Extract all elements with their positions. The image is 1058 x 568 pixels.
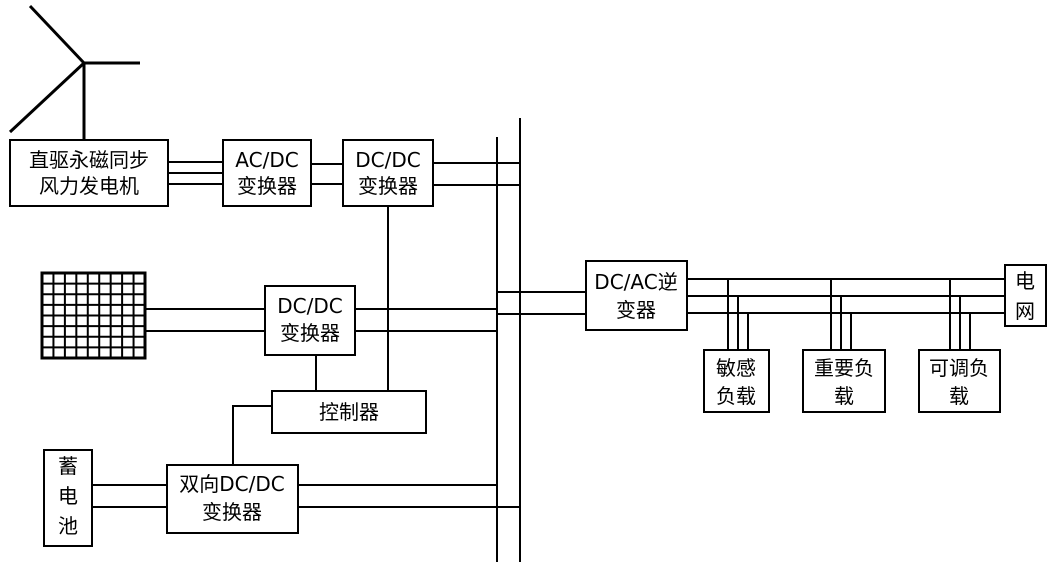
load-adjustable-label-line2: 载 bbox=[949, 384, 969, 408]
bus-inverter-wires bbox=[497, 291, 586, 315]
controller-signal-wires bbox=[232, 206, 389, 465]
acdc-label-line1: AC/DC bbox=[235, 148, 298, 172]
bidir-label-line2: 变换器 bbox=[202, 500, 262, 524]
generator-box: 直驱永磁同步 风力发电机 bbox=[9, 139, 169, 207]
load-adjustable-box: 可调负 载 bbox=[918, 349, 1001, 413]
bidir-bus-wires bbox=[298, 484, 520, 508]
ac-bus-wires bbox=[687, 278, 1005, 314]
inverter-box: DC/AC逆 变器 bbox=[585, 260, 688, 331]
generator-label-line2: 风力发电机 bbox=[39, 174, 139, 198]
generator-label-line1: 直驱永磁同步 bbox=[29, 148, 149, 172]
load-important-box: 重要负 载 bbox=[802, 349, 886, 413]
grid-label-line2: 网 bbox=[1015, 299, 1035, 323]
load-important-label-line2: 载 bbox=[834, 384, 854, 408]
battery-label-line2: 电 bbox=[58, 484, 78, 508]
dcdc-pv-converter-box: DC/DC 变换器 bbox=[264, 285, 356, 356]
load-sensitive-label-line2: 负载 bbox=[716, 384, 756, 408]
dcdc-pv-label-line1: DC/DC bbox=[277, 294, 342, 318]
battery-bidir-wires bbox=[92, 484, 167, 508]
load-adjustable-label-line1: 可调负 bbox=[929, 356, 989, 380]
load-sensitive-box: 敏感 负载 bbox=[703, 349, 770, 413]
controller-label: 控制器 bbox=[319, 400, 379, 424]
acdc-label-line2: 变换器 bbox=[237, 174, 297, 198]
controller-box: 控制器 bbox=[271, 390, 427, 434]
dcdc-wind-bus-wires bbox=[433, 162, 520, 186]
battery-label-line1: 蓄 bbox=[58, 454, 78, 478]
dc-bus bbox=[496, 118, 521, 562]
battery-label-line3: 池 bbox=[58, 514, 78, 538]
dcdc-pv-bus-wires bbox=[355, 308, 497, 332]
inverter-label-line1: DC/AC逆 bbox=[594, 270, 677, 294]
dcdc-wind-label-line2: 变换器 bbox=[358, 174, 418, 198]
dcdc-pv-label-line2: 变换器 bbox=[280, 321, 340, 345]
wind-turbine-icon bbox=[8, 4, 140, 140]
pv-dcdc-wires bbox=[145, 308, 265, 332]
load-sensitive-label-line1: 敏感 bbox=[716, 356, 756, 380]
battery-box: 蓄 电 池 bbox=[43, 449, 93, 547]
dcdc-wind-label-line1: DC/DC bbox=[355, 148, 420, 172]
solar-panel-icon bbox=[40, 271, 147, 360]
dcdc-wind-converter-box: DC/DC 变换器 bbox=[342, 139, 434, 207]
acdc-dcdc-wires bbox=[311, 163, 343, 185]
inverter-label-line2: 变器 bbox=[616, 298, 656, 322]
bidir-label-line1: 双向DC/DC bbox=[179, 472, 284, 496]
generator-acdc-wires bbox=[168, 161, 223, 185]
grid-box: 电 网 bbox=[1004, 264, 1047, 327]
grid-label-line1: 电 bbox=[1015, 269, 1035, 293]
bidir-converter-box: 双向DC/DC 变换器 bbox=[166, 464, 299, 534]
acdc-converter-box: AC/DC 变换器 bbox=[222, 139, 312, 207]
load-drop-wires bbox=[727, 279, 971, 350]
load-important-label-line1: 重要负 bbox=[814, 356, 874, 380]
